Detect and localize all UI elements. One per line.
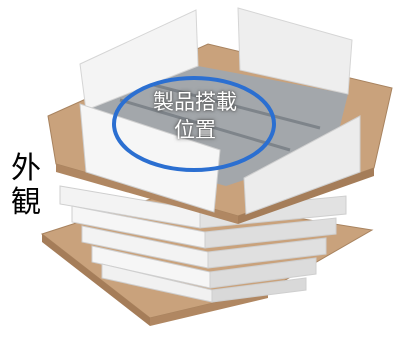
wall-front-right	[243, 115, 361, 215]
top-board-edge-right	[238, 168, 374, 224]
wall-back-right	[237, 7, 353, 95]
appearance-line2: 観	[11, 185, 41, 220]
appearance-line1: 外	[11, 151, 41, 186]
tray-groove	[149, 82, 321, 130]
product-placement-label: 製品搭載 位置	[130, 88, 260, 144]
product-placement-line1: 製品搭載	[153, 90, 237, 114]
top-board-edge	[56, 164, 238, 224]
highlight-ellipse	[112, 76, 276, 172]
appearance-label: 外 観	[8, 152, 44, 220]
wall-back-left	[79, 9, 199, 111]
bottom-board-edge-left	[42, 234, 150, 326]
accordion-folds	[59, 185, 347, 303]
product-placement-line2: 位置	[174, 118, 216, 142]
tray-groove	[119, 98, 291, 152]
